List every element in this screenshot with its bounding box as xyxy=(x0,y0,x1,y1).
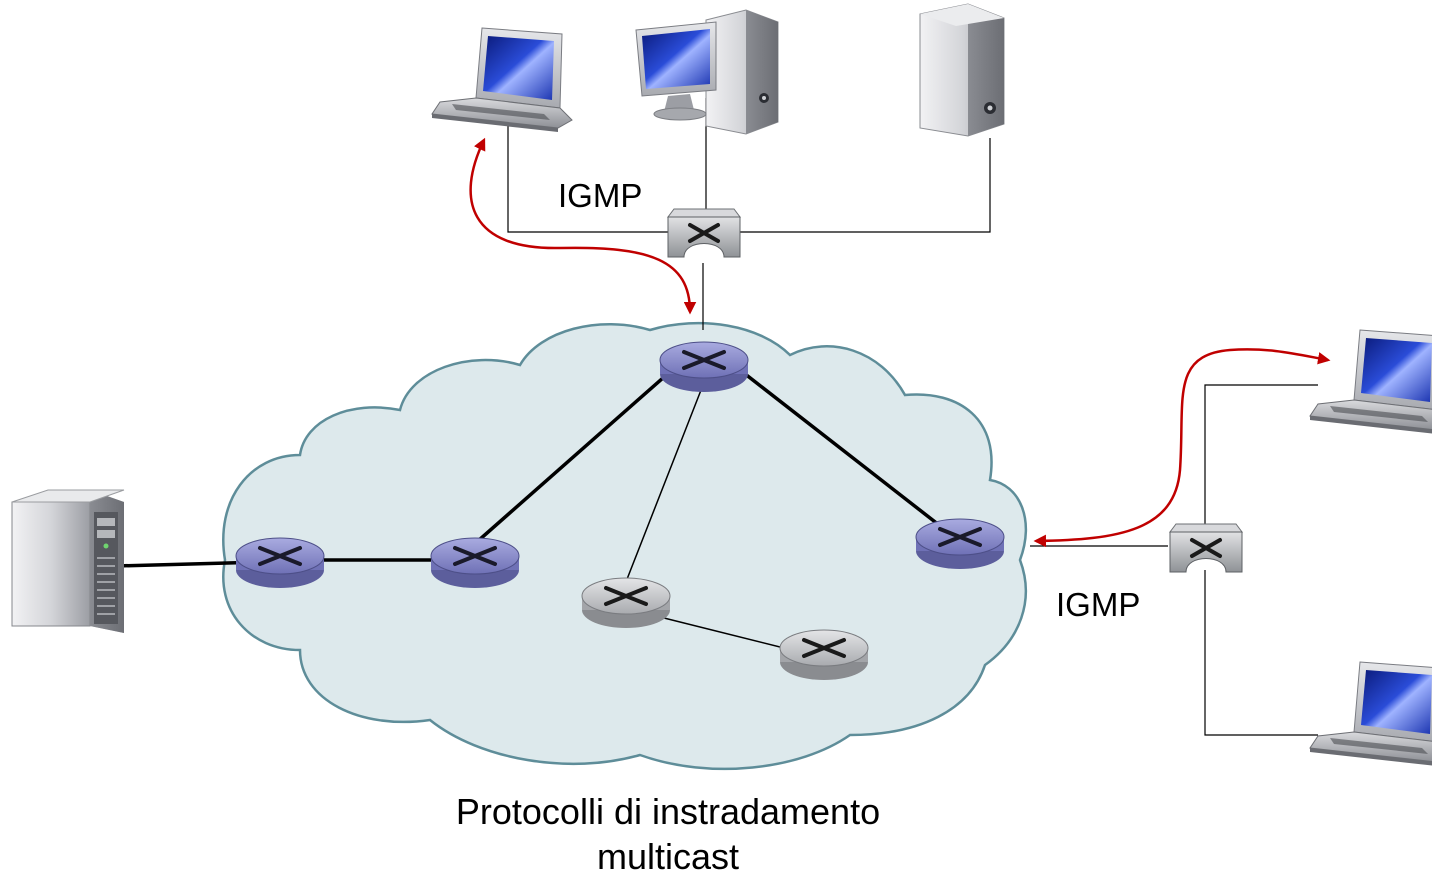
laptop-icon xyxy=(1309,661,1432,766)
router-icon xyxy=(915,518,1005,569)
network-switch-icon xyxy=(1169,523,1243,573)
router-icon xyxy=(430,537,520,588)
desktop-pc-icon xyxy=(635,9,779,135)
igmp-arrow-right xyxy=(1033,348,1331,548)
laptop-icon xyxy=(431,27,573,132)
caption-line-2: multicast xyxy=(597,836,739,877)
laptop-icon xyxy=(1309,329,1432,434)
network-switch-icon xyxy=(667,208,741,258)
router-icon xyxy=(581,577,671,628)
tower-pc-icon xyxy=(919,3,1005,137)
network-cloud xyxy=(222,321,1028,771)
router-icon xyxy=(659,341,749,392)
router-icon xyxy=(779,629,869,680)
igmp-label-right: IGMP xyxy=(1056,586,1140,623)
router-icon xyxy=(235,537,325,588)
igmp-label-top: IGMP xyxy=(558,177,642,214)
server-tower-icon xyxy=(11,489,125,633)
caption-line-1: Protocolli di instradamento xyxy=(456,791,880,832)
igmp-arrow-top xyxy=(469,137,697,315)
